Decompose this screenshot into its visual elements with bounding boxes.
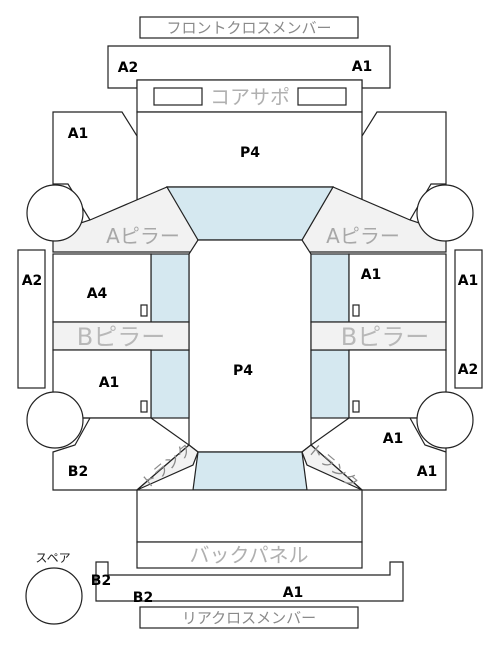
- front-cross-member-label: フロントクロスメンバー: [166, 19, 331, 37]
- wheel-front-left: [26, 184, 84, 242]
- grade-rear-fender-left: B2: [68, 464, 88, 480]
- grade-hood: P4: [240, 145, 260, 161]
- b-pillar-right-label: Bピラー: [341, 323, 429, 351]
- grade-rear-member-right: A1: [283, 585, 304, 601]
- trunk-left: [136, 444, 199, 491]
- rear-cross-member-label: リアクロスメンバー: [182, 609, 316, 627]
- a-pillar-right-label: Aピラー: [326, 224, 400, 248]
- spare-tire: [25, 567, 83, 625]
- left-rear-window: [150, 349, 190, 419]
- wheel-rear-right: [416, 391, 474, 449]
- rear-door-right-handle: [352, 400, 360, 413]
- rear-cross-member: [139, 606, 359, 629]
- grade-side-right-bottom: A2: [458, 362, 479, 378]
- grade-rear-fender-right-inner: A1: [383, 431, 404, 447]
- trunk-right: [301, 444, 363, 491]
- grade-rear-fender-right-outer: A1: [417, 464, 438, 480]
- front-door-right: [348, 253, 447, 323]
- grade-roof: P4: [233, 363, 253, 379]
- rear-fender-left: [52, 417, 190, 491]
- grade-front-door-right: A1: [361, 267, 382, 283]
- front-door-right-handle: [352, 304, 360, 317]
- grade-front-member-left: A2: [118, 60, 139, 76]
- rear-door-left: [52, 349, 152, 419]
- spare-label: スペア: [35, 551, 70, 565]
- rear-member-bracket: [95, 561, 404, 602]
- grade-front-fender-left: A1: [68, 126, 89, 142]
- front-door-left-handle: [140, 304, 148, 317]
- a-pillar-left-label: Aピラー: [106, 224, 180, 248]
- b-pillar-right: [310, 321, 447, 351]
- grade-front-member-right: A1: [352, 59, 373, 75]
- wheel-rear-left: [26, 391, 84, 449]
- grade-rear-member-left-bottom: B2: [133, 590, 153, 606]
- right-front-window: [310, 253, 350, 323]
- grade-rear-member-left-top: B2: [91, 573, 111, 589]
- grade-front-door-left: A4: [87, 286, 108, 302]
- back-panel-label: バックパネル: [190, 543, 309, 567]
- trunk-lid: [136, 489, 363, 543]
- front-cross-member: [139, 16, 359, 39]
- headlight-right: [297, 87, 347, 106]
- wheel-front-right: [416, 184, 474, 242]
- left-front-window: [150, 253, 190, 323]
- rear-window: [192, 451, 308, 491]
- grade-side-right-top: A1: [458, 273, 479, 289]
- core-support-label: コアサポ: [210, 85, 290, 109]
- right-rear-window: [310, 349, 350, 419]
- b-pillar-left: [52, 321, 190, 351]
- b-pillar-left-label: Bピラー: [77, 323, 165, 351]
- side-sill-right: [454, 249, 483, 389]
- grade-rear-door-left: A1: [99, 375, 120, 391]
- roof: [188, 239, 312, 453]
- rear-door-left-handle: [140, 400, 148, 413]
- grade-side-left: A2: [22, 273, 43, 289]
- side-sill-left: [17, 249, 46, 389]
- headlight-left: [153, 87, 203, 106]
- back-panel: [136, 541, 363, 569]
